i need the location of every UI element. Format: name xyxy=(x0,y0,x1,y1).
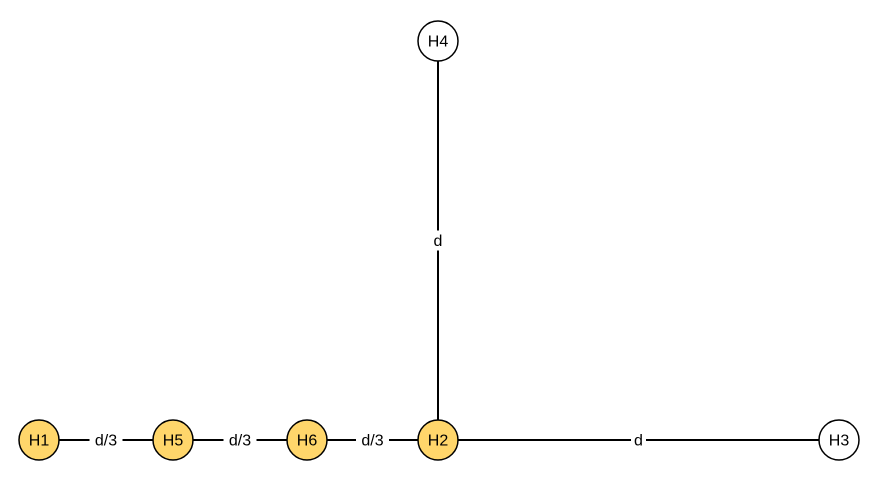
edge-h6-h2: d/3 xyxy=(307,430,438,450)
node-h3: H3 xyxy=(818,419,860,461)
edge-label: d/3 xyxy=(361,433,383,450)
edges-layer: d/3 d/3 d/3 d d xyxy=(39,41,839,450)
edge-label-background xyxy=(430,230,446,251)
node-h2: H2 xyxy=(417,419,459,461)
edge-label: d xyxy=(634,433,643,450)
node-label: H5 xyxy=(163,433,184,450)
edge-label-background xyxy=(356,430,389,450)
edge-h5-h6: d/3 xyxy=(173,430,307,450)
edge-label-background xyxy=(89,430,123,450)
edge-h2-h3: d xyxy=(438,430,839,450)
node-circle xyxy=(152,419,194,461)
node-label: H2 xyxy=(428,433,449,450)
edge-label: d/3 xyxy=(95,433,117,450)
edge-h2-h4: d xyxy=(430,41,446,440)
edge-h1-h5: d/3 xyxy=(39,430,173,450)
node-circle xyxy=(417,419,459,461)
edge-label: d xyxy=(434,233,443,250)
node-circle xyxy=(18,419,60,461)
node-h1: H1 xyxy=(18,419,60,461)
node-h4: H4 xyxy=(417,20,459,62)
nodes-layer: H1 H5 H6 H2 H3 H4 xyxy=(18,20,860,461)
node-label: H4 xyxy=(428,34,449,51)
node-circle xyxy=(818,419,860,461)
edge-label-background xyxy=(223,430,257,450)
node-circle xyxy=(286,419,328,461)
node-h6: H6 xyxy=(286,419,328,461)
edge-label: d/3 xyxy=(229,433,251,450)
node-h5: H5 xyxy=(152,419,194,461)
node-label: H3 xyxy=(829,433,850,450)
edge-label-background xyxy=(631,430,646,450)
node-label: H1 xyxy=(29,433,50,450)
node-label: H6 xyxy=(297,433,318,450)
node-circle xyxy=(417,20,459,62)
